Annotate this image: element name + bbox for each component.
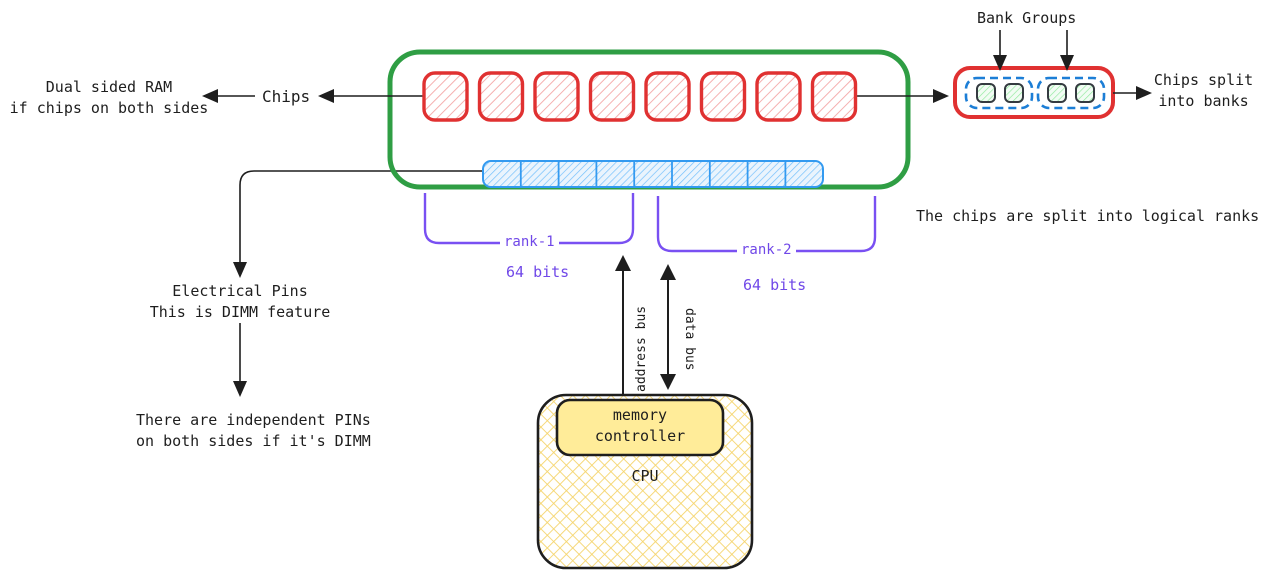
electrical-pins-note: Electrical Pins This is DIMM feature bbox=[149, 282, 331, 321]
arrowhead-up-icon bbox=[615, 255, 631, 271]
ram-chip bbox=[810, 71, 858, 122]
rank1-bits-label: 64 bits bbox=[506, 263, 570, 281]
arrowhead-down-icon bbox=[233, 381, 247, 397]
address-bus-label: address bus bbox=[634, 305, 649, 392]
chips-split-note: Chips split into banks bbox=[1153, 71, 1254, 110]
pins-bar-dividers bbox=[519, 161, 787, 187]
ram-chip bbox=[422, 71, 469, 122]
memory-controller-box bbox=[555, 398, 725, 457]
bank-cell bbox=[976, 83, 996, 103]
arrowhead-up-icon bbox=[660, 264, 676, 280]
rank2-bits-label: 64 bits bbox=[743, 276, 807, 294]
pins-to-note-connector bbox=[239, 170, 483, 263]
electrical-pins-bar bbox=[482, 160, 824, 188]
ram-chip bbox=[477, 71, 525, 122]
cpu-label: CPU bbox=[631, 467, 659, 485]
bank-cell bbox=[1047, 83, 1067, 103]
ram-chip bbox=[533, 71, 580, 122]
arrowhead-down-icon bbox=[1060, 55, 1074, 71]
bank-groups-label: Bank Groups bbox=[977, 9, 1077, 27]
chips-label: Chips bbox=[262, 87, 311, 106]
arrowhead-down-icon bbox=[660, 374, 676, 390]
ram-chip bbox=[588, 71, 636, 122]
ram-chip bbox=[699, 71, 747, 122]
data-bus-label: data bus bbox=[682, 308, 697, 371]
bank-group-2 bbox=[1036, 76, 1106, 110]
rank1-label: rank-1 bbox=[500, 234, 559, 251]
memory-controller-label: memory controller bbox=[594, 406, 686, 445]
bank-cell bbox=[1004, 83, 1024, 103]
arrowhead-down-icon bbox=[233, 262, 247, 278]
ram-chip bbox=[755, 71, 802, 122]
ram-chip bbox=[644, 71, 691, 122]
arrowhead-right-icon bbox=[933, 89, 949, 103]
dual-sided-note: Dual sided RAM if chips on both sides bbox=[9, 78, 209, 117]
arrowhead-left-icon bbox=[318, 89, 334, 103]
bank-cell bbox=[1075, 83, 1095, 103]
logical-ranks-note: The chips are split into logical ranks bbox=[916, 207, 1260, 225]
bank-group-1 bbox=[964, 76, 1034, 110]
arrowhead-right-icon bbox=[1136, 86, 1152, 100]
arrowhead-down-icon bbox=[993, 55, 1007, 71]
arrowhead-left-icon bbox=[202, 89, 218, 103]
independent-pins-note: There are independent PINs on both sides… bbox=[136, 411, 371, 450]
rank2-label: rank-2 bbox=[737, 242, 796, 259]
